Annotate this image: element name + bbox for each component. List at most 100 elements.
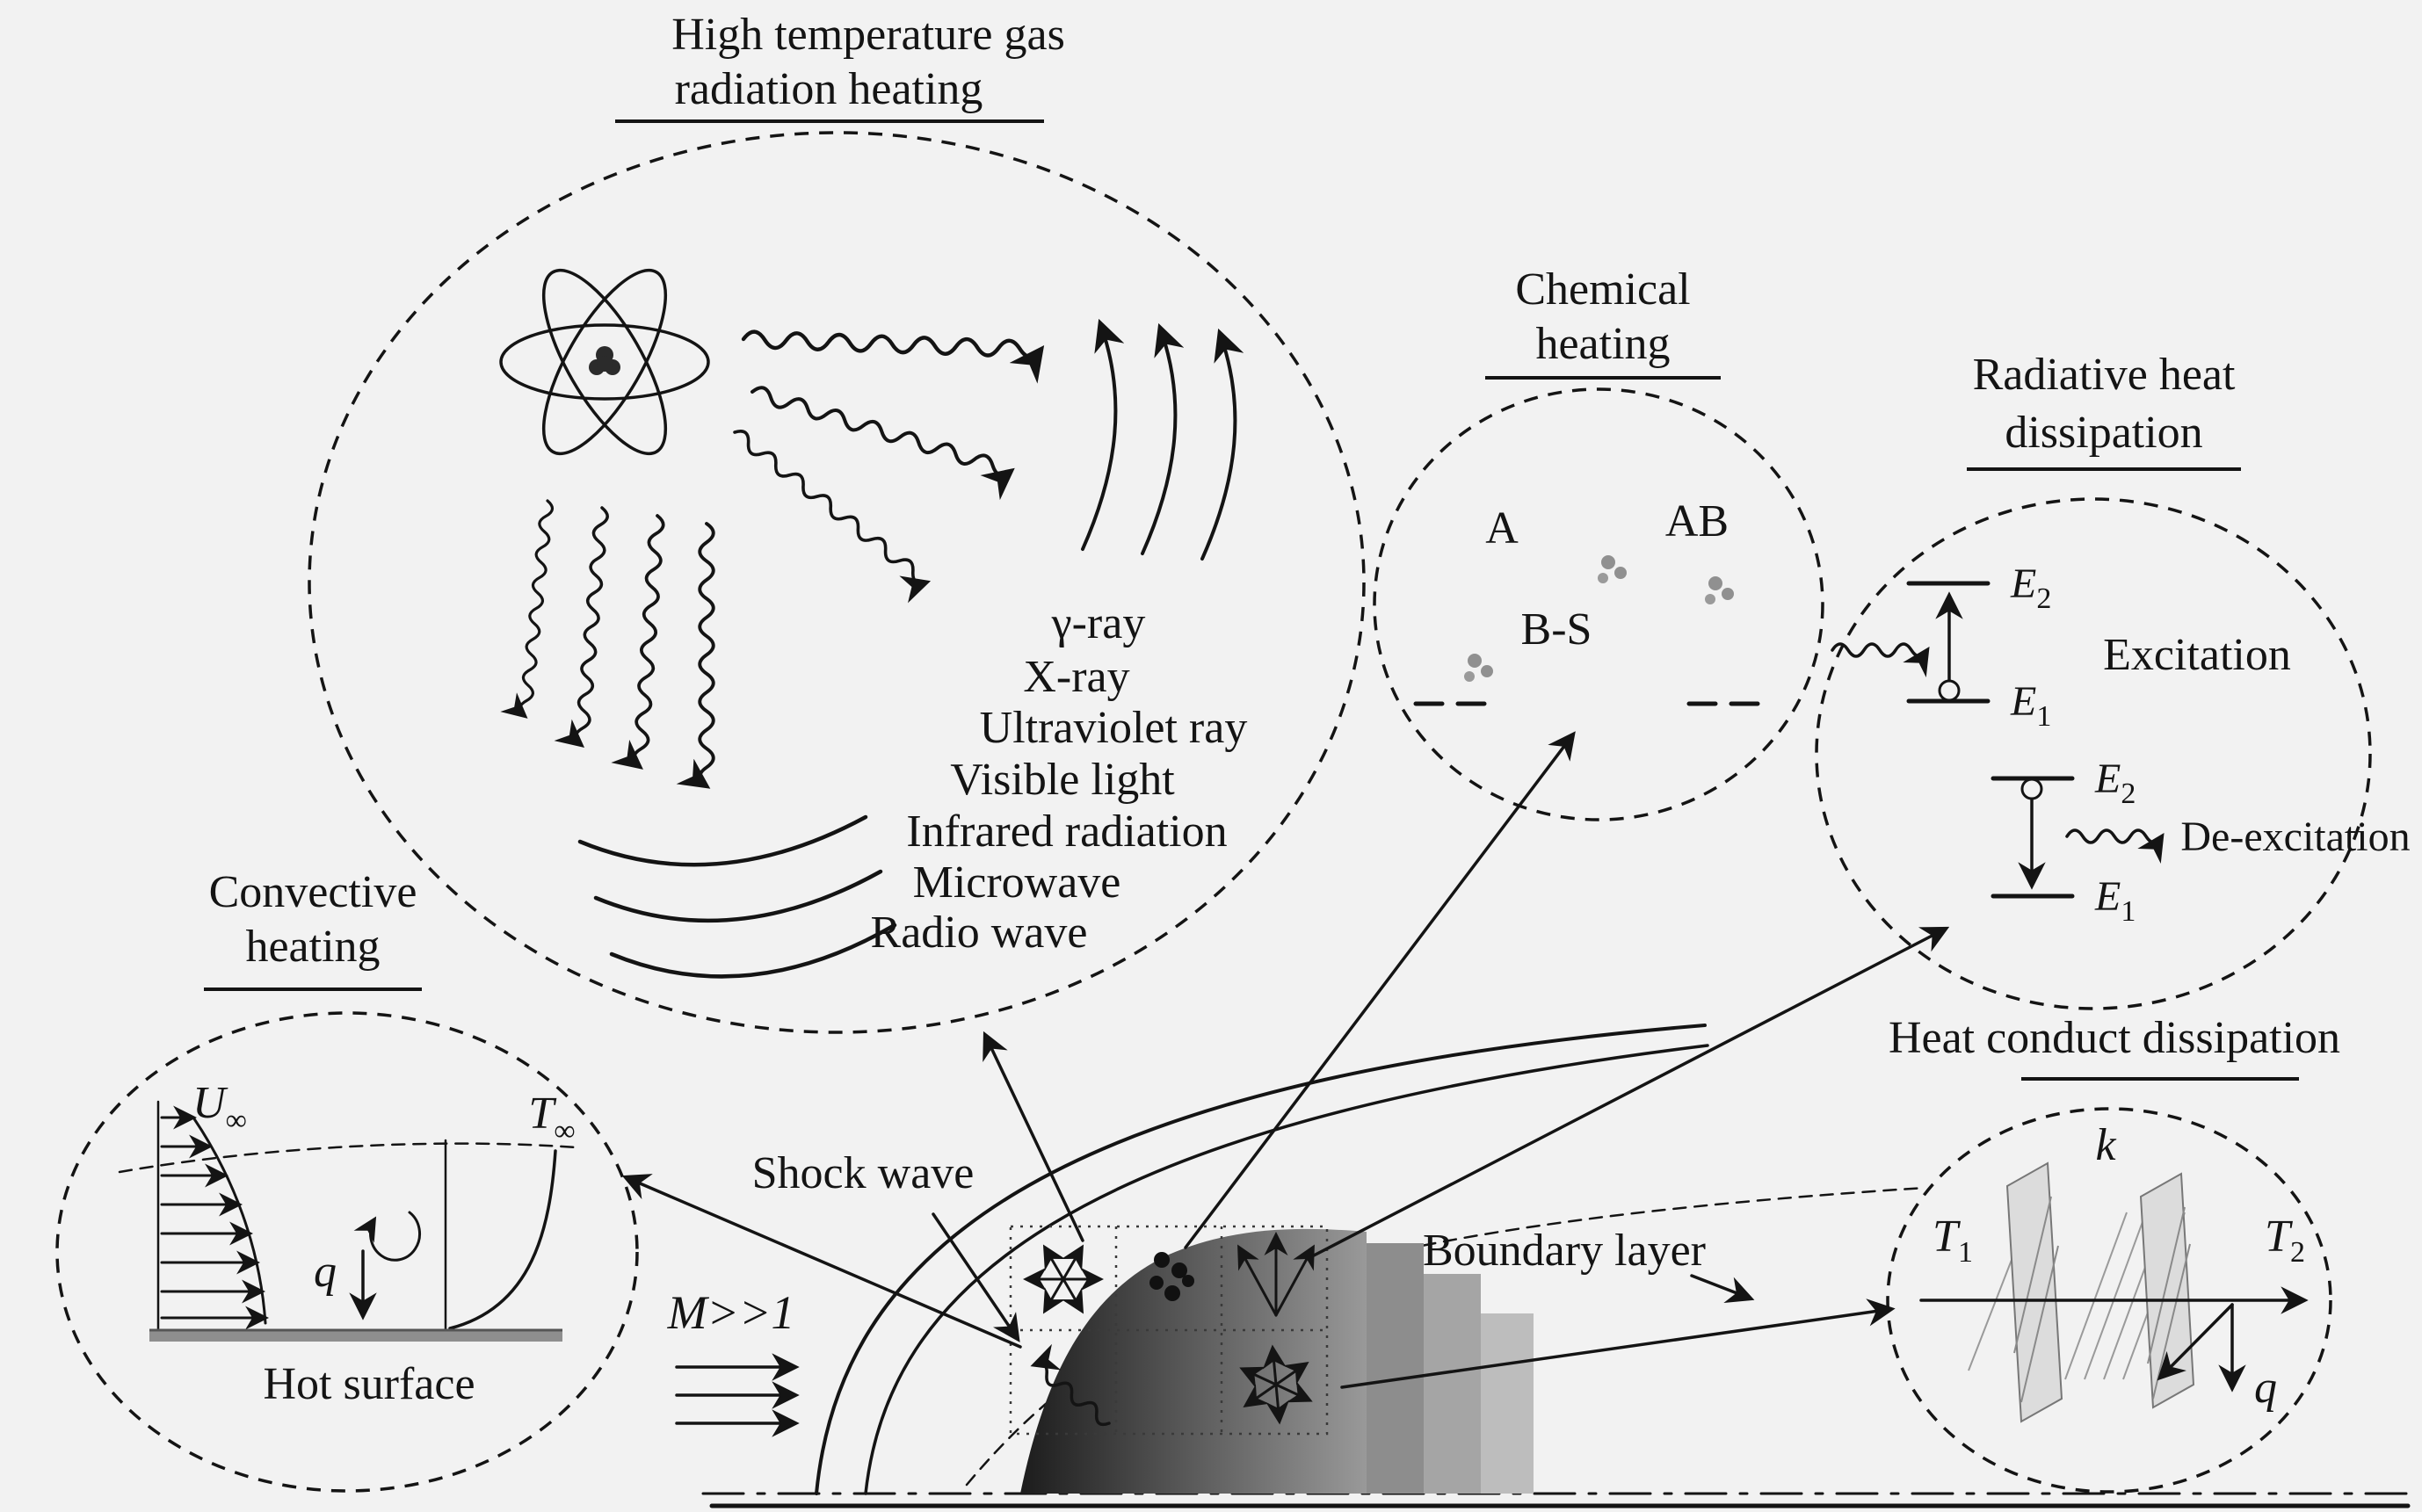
ray-label-microwave: Microwave — [913, 857, 1121, 908]
radiative-title-line2: dissipation — [2005, 408, 2202, 458]
radiation-wave-icon — [700, 524, 714, 786]
atom-icon — [499, 268, 710, 456]
photon-wave-icon — [2067, 830, 2162, 843]
ray-label-visible: Visible light — [950, 755, 1175, 805]
connector-arrows — [621, 731, 1950, 1389]
body-mesh-step — [1367, 1243, 1424, 1494]
convective-title-line2: heating — [245, 922, 380, 972]
atom-orbit — [541, 268, 668, 456]
shock-wave-pointer-arrow — [932, 1212, 1020, 1342]
body-mesh-step — [1481, 1313, 1534, 1494]
radiation-title-line2: radiation heating — [675, 64, 983, 114]
electron-icon — [2020, 778, 2043, 800]
radiative-dissipation-cluster: Radiative heat dissipation E2 E1 Excitat… — [1815, 350, 2411, 1010]
heat-flux-q-label: q — [314, 1247, 337, 1297]
atom-orbit — [499, 323, 710, 401]
hot-surface-label: Hot surface — [263, 1359, 475, 1409]
electron-icon — [1938, 679, 1961, 702]
excitation-diagram: E2 E1 Excitation — [1832, 561, 2291, 733]
temperature-profile-curve — [448, 1149, 557, 1330]
radio-wavefront-arc — [609, 922, 897, 979]
radiation-wave-icon — [751, 385, 1013, 477]
deexcitation-diagram: E2 E1 De-excitation — [1991, 756, 2411, 928]
radiation-dashed-circle — [308, 131, 1366, 1034]
ray-label-ultraviolet: Ultraviolet ray — [980, 703, 1248, 753]
radio-wavefront-arc — [577, 814, 868, 867]
boundary-layer-pointer-arrow — [1690, 1274, 1755, 1303]
velocity-profile — [156, 1100, 270, 1332]
radio-wavefront-arc — [593, 869, 883, 923]
atom-orbit — [541, 268, 668, 456]
arrow-to-radiation-circle — [983, 1031, 1084, 1242]
ray-label-infrared: Infrared radiation — [906, 807, 1227, 857]
conduction-cluster: Heat conduct dissipation k T1 T2 q — [1886, 1013, 2340, 1494]
molecule-cluster-icon — [1705, 576, 1734, 604]
e2-label: E2 — [2094, 756, 2136, 810]
boundary-layer-edge-dashed — [118, 1142, 577, 1174]
conduction-slab — [2005, 1161, 2063, 1423]
radiation-wave-icon — [731, 427, 931, 587]
chemical-title-line2: heating — [1535, 319, 1670, 369]
arrow-to-radiative-circle — [1312, 926, 1950, 1257]
radiation-title-line1: High temperature gas — [671, 10, 1065, 60]
radiative-title-line1: Radiative heat — [1973, 350, 2236, 400]
hot-surface-bar — [149, 1330, 562, 1342]
convective-title-line1: Convective — [209, 867, 417, 917]
radiative-dashed-circle — [1815, 497, 2372, 1010]
flow-field: Shock wave Boundary layer M>>1 — [667, 1024, 2418, 1508]
excitation-label: Excitation — [2103, 630, 2291, 680]
ray-label-xray: X-ray — [1023, 652, 1129, 702]
shock-wave-arc — [864, 1044, 1709, 1495]
species-a-label: A — [1485, 503, 1519, 553]
boundary-layer-dashed-curve — [965, 1186, 1926, 1487]
t-infinity-label: T∞ — [528, 1089, 575, 1147]
e1-label: E1 — [2010, 678, 2051, 733]
species-bs-label: B-S — [1521, 604, 1592, 655]
molecule-cluster-icon — [1598, 555, 1627, 583]
shock-wave-arc — [815, 1024, 1707, 1495]
escaping-arrows-icon — [1237, 1231, 1315, 1317]
mach-number-label: M>>1 — [667, 1286, 795, 1339]
deexcitation-label: De-excitation — [2180, 814, 2410, 860]
arrow-to-conduction-circle — [1340, 1299, 1896, 1389]
grid-cells — [1009, 1225, 1329, 1436]
chemical-heating-cluster: Chemical heating A AB B-S — [1373, 264, 1824, 821]
heat-rise-arrow — [1081, 318, 1125, 551]
conduction-title: Heat conduct dissipation — [1889, 1013, 2340, 1063]
conduction-slab — [2139, 1172, 2195, 1409]
vehicle-nose-body — [1020, 1228, 1367, 1494]
photon-wave-icon — [1832, 644, 1927, 656]
t1-label: T1 — [1933, 1212, 1973, 1269]
radiation-wave-icon — [575, 507, 608, 745]
convective-heating-cluster: Convective heating U∞ T∞ q Hot surface — [55, 867, 639, 1493]
vortex-icon — [353, 1211, 422, 1262]
e2-label: E2 — [2010, 561, 2051, 615]
chemical-dashed-circle — [1373, 387, 1824, 821]
species-ab-label: AB — [1665, 496, 1729, 546]
velocity-profile-curve — [192, 1116, 267, 1325]
shock-wave-label: Shock wave — [752, 1148, 975, 1198]
ray-label-gamma: γ-ray — [1051, 598, 1146, 648]
collision-burst-icon — [1026, 1248, 1100, 1311]
convective-dashed-circle — [55, 1011, 639, 1493]
conductivity-k-label: k — [2095, 1120, 2116, 1170]
radiation-wave-icon — [634, 515, 664, 767]
body-mesh-step — [1424, 1274, 1481, 1494]
radiation-wave-icon — [743, 331, 1041, 357]
u-infinity-label: U∞ — [192, 1078, 247, 1137]
heat-rise-arrow — [1200, 328, 1244, 561]
conduction-q-label: q — [2254, 1363, 2277, 1413]
conduction-flux-arrow-diagonal — [2157, 1303, 2234, 1381]
ray-label-radiowave: Radio wave — [871, 908, 1088, 958]
radiation-wave-icon — [519, 500, 553, 716]
boundary-layer-label: Boundary layer — [1423, 1226, 1706, 1276]
t2-label: T2 — [2265, 1212, 2305, 1269]
molecule-cluster-icon — [1464, 654, 1493, 682]
atom-nucleus — [597, 356, 613, 372]
e1-label: E1 — [2094, 873, 2136, 928]
heat-rise-arrow — [1141, 322, 1185, 555]
arrow-to-convective-circle — [621, 1174, 1022, 1349]
radiation-heating-cluster: High temperature gas radiation heating — [308, 10, 1366, 1034]
chemical-title-line1: Chemical — [1515, 264, 1690, 315]
